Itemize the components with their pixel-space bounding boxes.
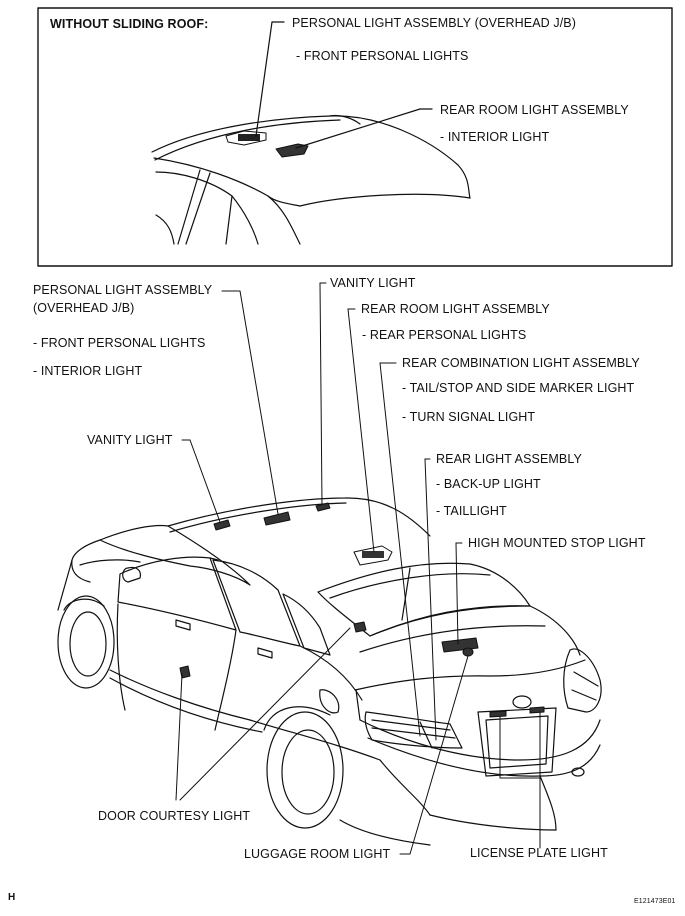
license-plate-light-left (489, 710, 507, 718)
inset-heading: WITHOUT SLIDING ROOF: (50, 17, 209, 31)
footer-left-mark: H (8, 892, 16, 903)
inset-label-rear-room: REAR ROOM LIGHT ASSEMBLY (440, 103, 629, 117)
inset-border (37, 7, 673, 267)
footer-code: E121473E01 (634, 898, 676, 905)
label-high-stop: HIGH MOUNTED STOP LIGHT (468, 536, 646, 550)
label-back-up: - BACK-UP LIGHT (436, 477, 541, 491)
label-rear-light: REAR LIGHT ASSEMBLY (436, 452, 582, 466)
vanity-light-top-unit (315, 502, 331, 512)
label-door-courtesy: DOOR COURTESY LIGHT (98, 809, 251, 823)
luggage-room-light-unit (462, 647, 474, 657)
label-turn-signal: - TURN SIGNAL LIGHT (402, 410, 536, 424)
inset-personal-light-unit (225, 130, 267, 146)
label-vanity-left: VANITY LIGHT (87, 433, 173, 447)
leader-lines (175, 282, 541, 855)
vanity-light-left-unit (213, 519, 231, 531)
label-rear-room: REAR ROOM LIGHT ASSEMBLY (361, 302, 550, 316)
label-tail-stop: - TAIL/STOP AND SIDE MARKER LIGHT (402, 381, 635, 395)
label-taillight: - TAILLIGHT (436, 504, 507, 518)
inset-label-interior: - INTERIOR LIGHT (440, 130, 550, 144)
inset-label-front-personal: - FRONT PERSONAL LIGHTS (296, 49, 469, 63)
inset-label-personal-light: PERSONAL LIGHT ASSEMBLY (OVERHEAD J/B) (292, 16, 576, 30)
door-courtesy-front-unit (179, 665, 191, 679)
label-license: LICENSE PLATE LIGHT (470, 846, 608, 860)
light-units (179, 502, 545, 718)
label-front-personal: - FRONT PERSONAL LIGHTS (33, 336, 206, 350)
label-rear-combination: REAR COMBINATION LIGHT ASSEMBLY (402, 356, 640, 370)
label-rear-personal: - REAR PERSONAL LIGHTS (362, 328, 527, 342)
label-personal-light-1: PERSONAL LIGHT ASSEMBLY (33, 283, 213, 297)
label-personal-light-2: (OVERHEAD J/B) (33, 301, 135, 315)
label-interior: - INTERIOR LIGHT (33, 364, 143, 378)
door-courtesy-rear-unit (353, 621, 367, 633)
rear-room-light-unit (353, 545, 393, 566)
label-luggage: LUGGAGE ROOM LIGHT (244, 847, 391, 861)
inset-car-roof (151, 114, 471, 245)
label-vanity-top: VANITY LIGHT (330, 276, 416, 290)
personal-light-unit (263, 511, 291, 526)
car-body (57, 497, 602, 846)
inset-panel (37, 7, 673, 267)
license-plate-light-right (529, 706, 545, 714)
